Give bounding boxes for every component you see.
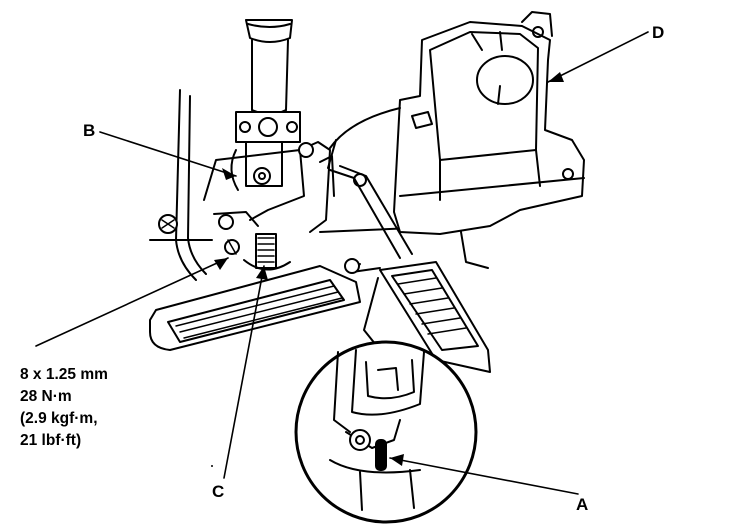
steering-joint-part-b [230,111,301,191]
arrowhead-b [222,168,236,180]
steering-shaft [245,19,293,115]
torque-spec-nm: 28 N·m [20,388,72,405]
torque-spec-size: 8 x 1.25 mm [20,366,108,383]
leader-b [99,131,237,177]
print-dot [211,465,213,467]
throttle-cable [327,107,401,169]
arrowhead-torque [214,258,228,270]
callout-c: C [212,482,225,501]
leader-a [389,457,579,495]
arrowhead-a [390,454,404,466]
leader-lines [35,31,649,495]
pedal-support-bracket [298,141,489,274]
arrowhead-c [256,266,268,280]
switch-part-c [243,233,291,271]
pedal-housing-part-d [393,11,585,235]
accelerator-pedal [329,165,491,373]
torque-spec-kgfm: (2.9 kgf·m, [20,410,98,427]
pedal-bracket-frame [149,89,305,281]
callout-b: B [83,121,96,140]
mounting-bolt-left [218,214,240,255]
torque-spec-label: 8 x 1.25 mm 28 N·m (2.9 kgf·m, 21 lbf·ft… [20,364,108,452]
floor-mat [149,265,361,351]
callout-d: D [652,23,665,42]
leader-d [547,31,649,83]
leader-torque [35,257,229,347]
leader-c [223,265,265,479]
mounting-bolt-upper [158,214,178,234]
torque-spec-lbfft: 21 lbf·ft) [20,432,82,449]
arrowhead-d [548,72,564,82]
callout-a: A [576,495,589,514]
detail-inset [294,340,478,524]
